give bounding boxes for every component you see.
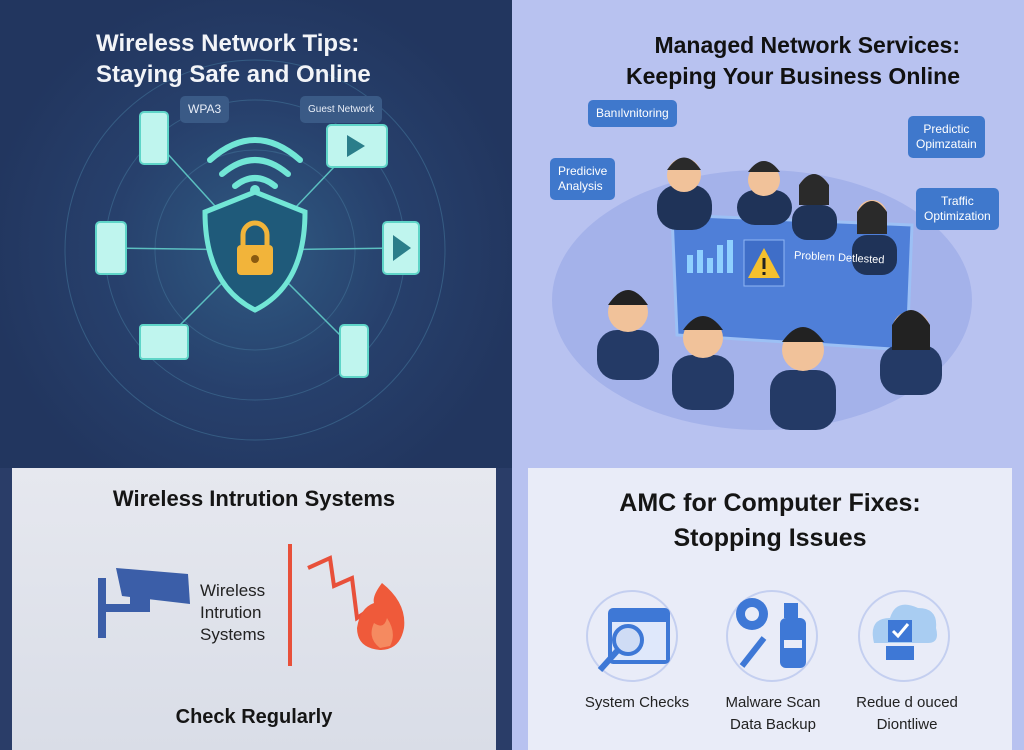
- guest-network-bubble: Guest Network: [300, 96, 383, 123]
- team-members: [597, 157, 942, 430]
- title-line: Managed Network Services:: [654, 32, 960, 58]
- service-item-label: Malware Scan Data Backup: [725, 694, 821, 733]
- title-line: Keeping Your Business Online: [626, 63, 960, 89]
- lightning-icon: [307, 555, 374, 622]
- intrusion-systems-panel: Wireless Intrution Systems Wireless Intr…: [12, 468, 496, 750]
- lock-icon: [237, 220, 273, 275]
- footer-text: Check Regularly: [175, 706, 333, 728]
- phone-icon: [339, 324, 369, 378]
- laptop-icon: [139, 324, 189, 360]
- title-line: Stopping Issues: [673, 524, 867, 552]
- traffic-optimization-bubble: Traffic Optimization: [916, 188, 999, 230]
- title-line: AMC for Computer Fixes:: [619, 489, 921, 517]
- service-item-label: System Checks: [584, 694, 690, 711]
- managed-services-panel: Banılvnitoring Predicive Analysis Predic…: [512, 0, 1024, 468]
- side-label: Wireless Intrution Systems: [200, 581, 266, 644]
- wpa3-bubble: WPA3: [180, 96, 230, 123]
- panel-title: Managed Network Services: Keeping Your B…: [626, 30, 960, 92]
- title-line: Wireless Network Tips:: [96, 30, 360, 57]
- phone-icon: [95, 221, 127, 275]
- predictive-optimization-bubble: Predictic Opimzatain: [908, 116, 985, 158]
- amc-panel: AMC for Computer Fixes: Stopping Issues …: [528, 468, 1012, 750]
- panel-title: Wireless Network Tips: Staying Safe and …: [96, 28, 371, 90]
- wifi-shield-illustration: [64, 59, 446, 441]
- service-item-label: Redue d ouced Diontliwe: [856, 694, 958, 733]
- predictive-analysis-bubble: Predicive Analysis: [550, 158, 616, 200]
- calendar-search-icon: [597, 608, 670, 673]
- wifi-icon: [207, 137, 303, 189]
- title-line: Staying Safe and Online: [96, 61, 371, 88]
- security-illustration: [98, 544, 405, 666]
- dashboard-screen: [670, 213, 914, 352]
- support-team-illustration: [552, 157, 972, 430]
- service-icons: [586, 590, 950, 682]
- phone-icon: [139, 111, 169, 165]
- wireless-tips-panel: WPA3 Guest Network Wireless Network Tips…: [0, 0, 512, 468]
- panel-title: Wireless Intrution Systems: [112, 486, 396, 511]
- gear-wrench-spray-icon: [736, 598, 806, 668]
- security-camera-icon: [98, 568, 190, 638]
- panel-title: AMC for Computer Fixes: Stopping Issues: [528, 486, 1012, 556]
- cloud-checklist-icon: [872, 604, 937, 660]
- monitoring-bubble: Banılvnitoring: [588, 100, 677, 127]
